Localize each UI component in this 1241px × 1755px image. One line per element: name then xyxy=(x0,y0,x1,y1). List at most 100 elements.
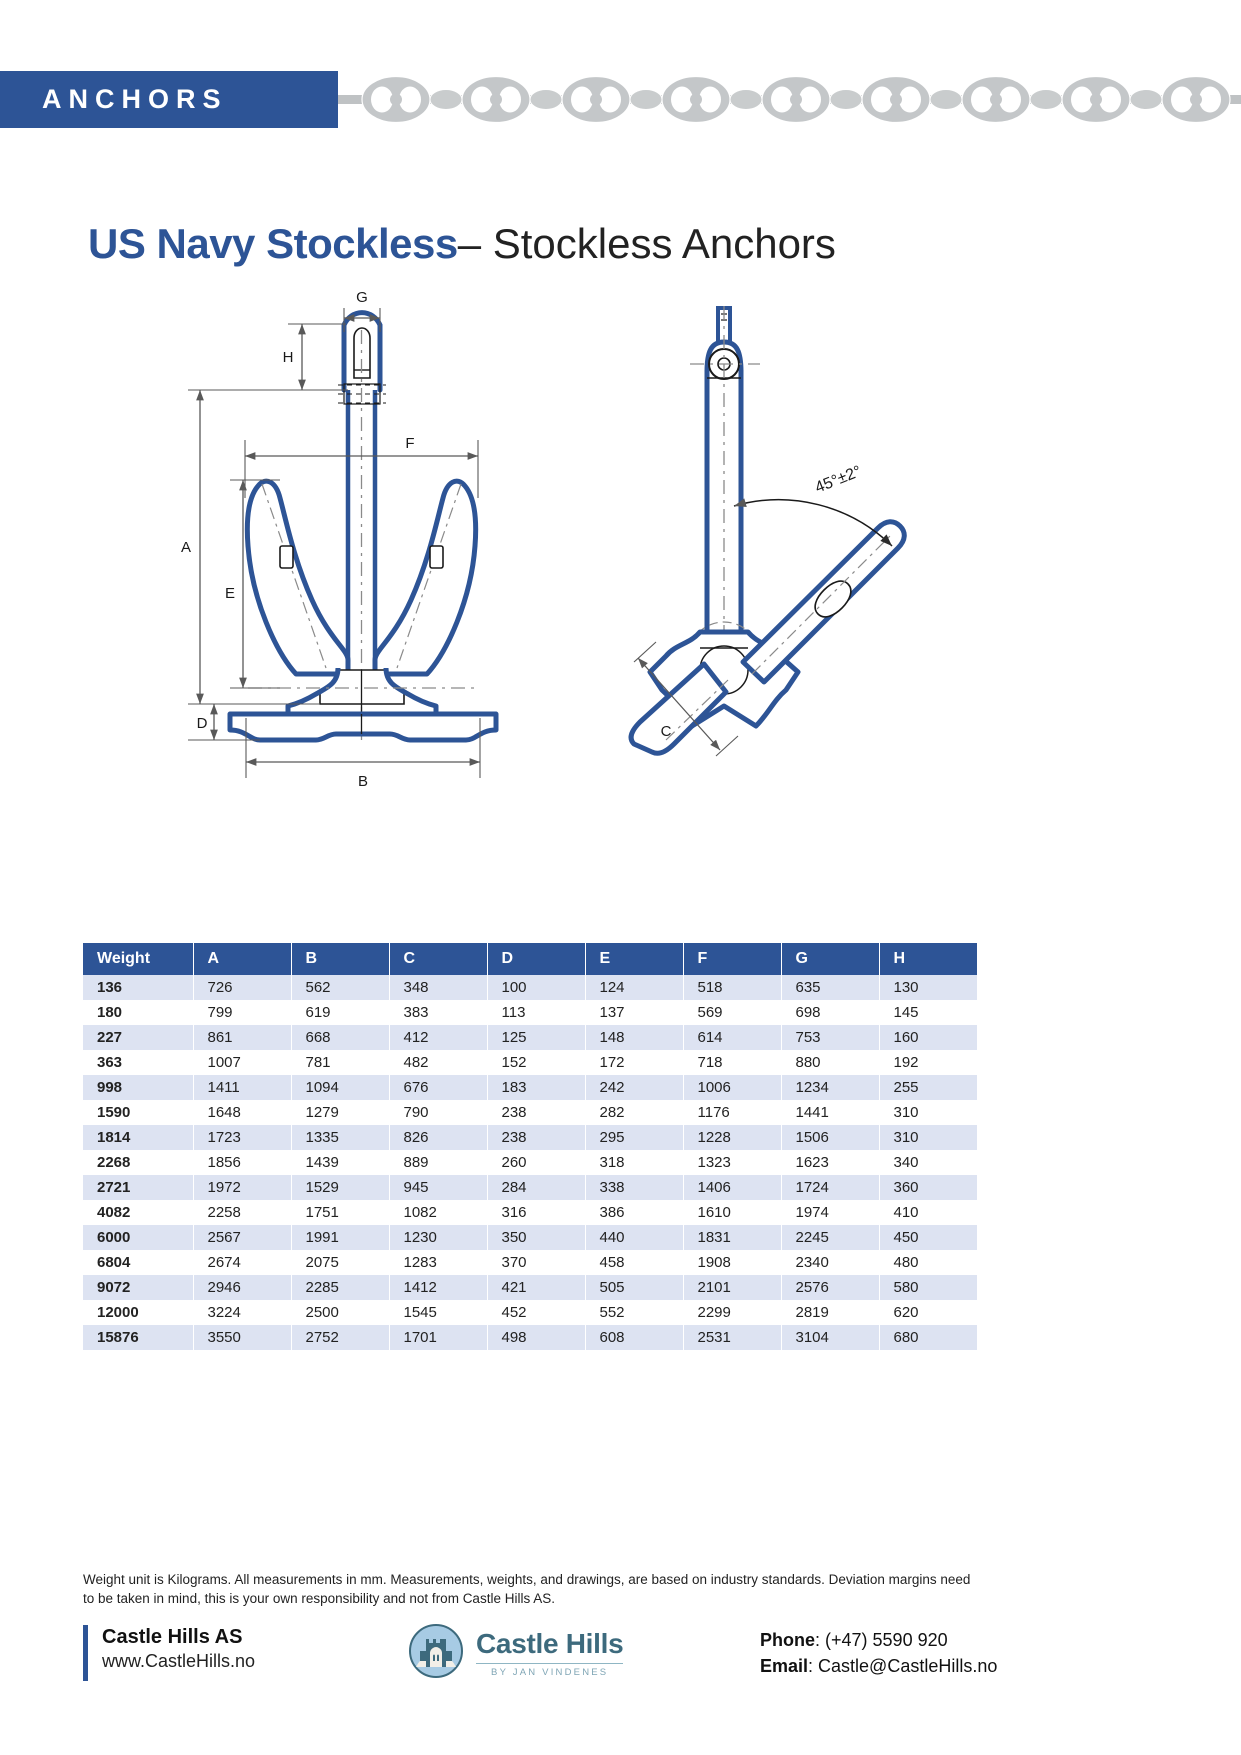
castle-hills-logo: Castle Hills BY JAN VINDENES xyxy=(408,1623,624,1684)
footer-company-url[interactable]: www.CastleHills.no xyxy=(102,1651,256,1671)
cell-c: 412 xyxy=(389,1025,488,1050)
table-header-cell-h: H xyxy=(879,943,977,975)
castle-hills-logo-tagline: BY JAN VINDENES xyxy=(491,1666,609,1678)
cell-a: 1856 xyxy=(193,1150,292,1175)
cell-d: 238 xyxy=(487,1125,586,1150)
page-title-separator: – xyxy=(457,220,482,268)
cell-f: 2299 xyxy=(683,1300,782,1325)
cell-h: 310 xyxy=(879,1125,977,1150)
cell-c: 383 xyxy=(389,1000,488,1025)
cell-weight: 998 xyxy=(83,1075,194,1100)
cell-d: 238 xyxy=(487,1100,586,1125)
footer-phone-value[interactable]: : (+47) 5590 920 xyxy=(815,1630,948,1650)
cell-h: 620 xyxy=(879,1300,977,1325)
category-tab-label: ANCHORS xyxy=(42,84,228,114)
cell-c: 945 xyxy=(389,1175,488,1200)
cell-g: 2245 xyxy=(781,1225,880,1250)
cell-weight: 2721 xyxy=(83,1175,194,1200)
cell-g: 698 xyxy=(781,1000,880,1025)
cell-d: 100 xyxy=(487,975,586,1000)
cell-weight: 6000 xyxy=(83,1225,194,1250)
cell-h: 410 xyxy=(879,1200,977,1225)
castle-tower-logo-icon xyxy=(408,1623,464,1684)
cell-f: 1323 xyxy=(683,1150,782,1175)
cell-c: 1283 xyxy=(389,1250,488,1275)
cell-e: 458 xyxy=(585,1250,684,1275)
castle-hills-logo-text: Castle Hills BY JAN VINDENES xyxy=(476,1627,624,1678)
cell-a: 1007 xyxy=(193,1050,292,1075)
cell-c: 1230 xyxy=(389,1225,488,1250)
cell-g: 3104 xyxy=(781,1325,880,1350)
cell-g: 1234 xyxy=(781,1075,880,1100)
cell-weight: 12000 xyxy=(83,1300,194,1325)
cell-e: 552 xyxy=(585,1300,684,1325)
footer-phone-label: Phone xyxy=(760,1630,816,1650)
dimension-label-G: G xyxy=(356,289,368,306)
cell-a: 1648 xyxy=(193,1100,292,1125)
table-header-cell-b: B xyxy=(291,943,390,975)
table-header-cell-c: C xyxy=(389,943,488,975)
page-title: US Navy Stockless– Stockless Anchors xyxy=(88,223,836,265)
cell-e: 242 xyxy=(585,1075,684,1100)
cell-a: 3550 xyxy=(193,1325,292,1350)
table-header-cell-d: D xyxy=(487,943,586,975)
footer-email-value[interactable]: : Castle@CastleHills.no xyxy=(808,1656,998,1677)
cell-c: 676 xyxy=(389,1075,488,1100)
dimension-label-A: A xyxy=(181,539,191,556)
cell-weight: 1814 xyxy=(83,1125,194,1150)
cell-h: 145 xyxy=(879,1000,977,1025)
cell-b: 2752 xyxy=(291,1325,390,1350)
cell-d: 316 xyxy=(487,1200,586,1225)
cell-c: 826 xyxy=(389,1125,488,1150)
anchor-chain-icon xyxy=(338,71,1241,128)
disclaimer-text: Weight unit is Kilograms. All measuremen… xyxy=(83,1571,971,1607)
page-title-model: US Navy Stockless xyxy=(88,220,458,268)
cell-a: 1972 xyxy=(193,1175,292,1200)
cell-a: 2258 xyxy=(193,1200,292,1225)
cell-e: 440 xyxy=(585,1225,684,1250)
cell-a: 2674 xyxy=(193,1250,292,1275)
cell-b: 619 xyxy=(291,1000,390,1025)
table-header-cell-weight: Weight xyxy=(83,943,194,975)
cell-e: 148 xyxy=(585,1025,684,1050)
page-title-category: Stockless Anchors xyxy=(492,220,836,268)
dimension-label-B: B xyxy=(358,773,368,790)
cell-f: 1406 xyxy=(683,1175,782,1200)
cell-f: 1176 xyxy=(683,1100,782,1125)
cell-c: 1082 xyxy=(389,1200,488,1225)
cell-b: 1279 xyxy=(291,1100,390,1125)
cell-g: 2819 xyxy=(781,1300,880,1325)
cell-b: 1751 xyxy=(291,1200,390,1225)
cell-h: 340 xyxy=(879,1150,977,1175)
cell-f: 1908 xyxy=(683,1250,782,1275)
dimension-F: F xyxy=(244,435,479,498)
cell-e: 295 xyxy=(585,1125,684,1150)
dimension-B: B xyxy=(245,718,481,790)
cell-f: 2101 xyxy=(683,1275,782,1300)
cell-a: 1411 xyxy=(193,1075,292,1100)
cell-e: 137 xyxy=(585,1000,684,1025)
logo-divider xyxy=(476,1662,624,1664)
cell-c: 348 xyxy=(389,975,488,1000)
cell-h: 450 xyxy=(879,1225,977,1250)
cell-f: 614 xyxy=(683,1025,782,1050)
cell-a: 3224 xyxy=(193,1300,292,1325)
cell-h: 192 xyxy=(879,1050,977,1075)
table-header-cell-g: G xyxy=(781,943,880,975)
cell-weight: 15876 xyxy=(83,1325,194,1350)
footer-company-name: Castle Hills AS xyxy=(102,1626,243,1648)
castle-hills-logo-name: Castle Hills xyxy=(476,1627,624,1659)
cell-e: 338 xyxy=(585,1175,684,1200)
cell-d: 183 xyxy=(487,1075,586,1100)
